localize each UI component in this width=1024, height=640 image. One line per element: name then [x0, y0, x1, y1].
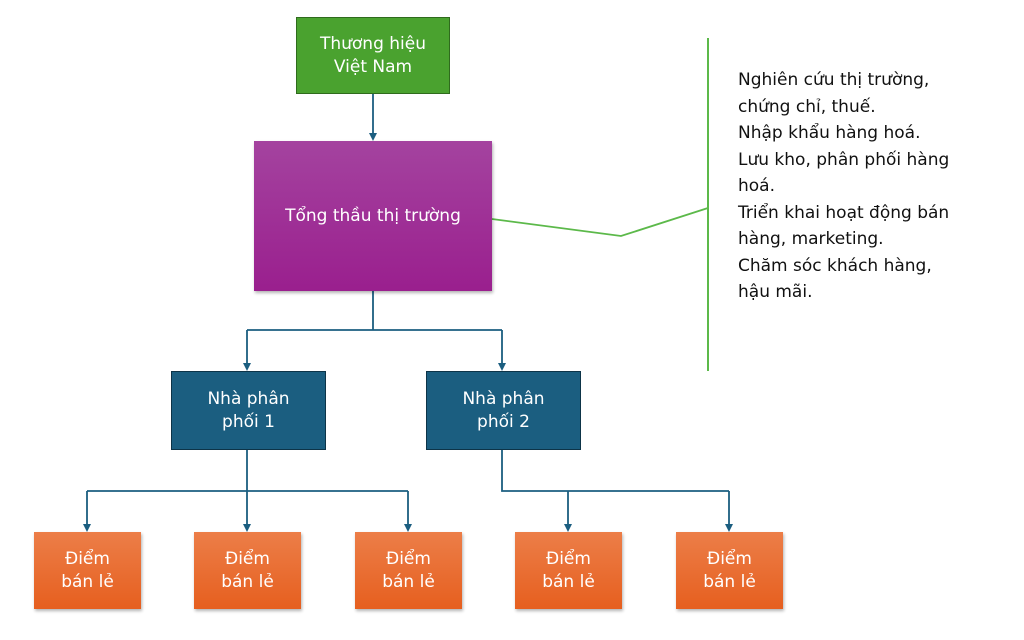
node-retailer-1: Điểm bán lẻ	[34, 532, 141, 609]
arrowhead-icon	[725, 524, 733, 532]
contractor-tasks-callout: Nghiên cứu thị trường, chứng chỉ, thuế. …	[738, 67, 1008, 306]
node-brand-label: Thương hiệu Việt Nam	[319, 33, 427, 77]
node-retailer-2: Điểm bán lẻ	[194, 532, 301, 609]
node-distributor-label: Nhà phân phối 1	[207, 388, 290, 432]
node-retailer-label: Điểm bán lẻ	[61, 548, 114, 592]
arrowhead-icon	[404, 524, 412, 532]
task-line: Triển khai hoạt động bán	[738, 202, 950, 223]
arrowhead-icon	[369, 133, 377, 141]
node-brand: Thương hiệu Việt Nam	[296, 17, 450, 94]
node-retailer-4: Điểm bán lẻ	[515, 532, 622, 609]
task-line: chứng chỉ, thuế.	[738, 96, 876, 117]
connector-distributor2-to-retailers	[501, 450, 730, 524]
arrowhead-icon	[498, 363, 506, 371]
node-retailer-3: Điểm bán lẻ	[355, 532, 462, 609]
task-line: hậu mãi.	[738, 282, 813, 302]
arrowhead-icon	[83, 524, 91, 532]
task-line: Nhập khẩu hàng hoá.	[738, 123, 921, 143]
node-distributor-label: Nhà phân phối 2	[462, 388, 545, 432]
task-line: Nghiên cứu thị trường,	[738, 70, 930, 90]
node-retailer-label: Điểm bán lẻ	[703, 548, 756, 592]
arrowhead-icon	[243, 524, 251, 532]
node-retailer-label: Điểm bán lẻ	[542, 548, 595, 592]
connector-contractor-to-distributors	[246, 291, 503, 363]
arrowhead-icon	[564, 524, 572, 532]
node-retailer-5: Điểm bán lẻ	[676, 532, 783, 609]
node-retailer-label: Điểm bán lẻ	[382, 548, 435, 592]
task-line: hàng, marketing.	[738, 229, 884, 249]
node-retailer-label: Điểm bán lẻ	[221, 548, 274, 592]
connector-distributor1-to-retailers	[86, 450, 409, 524]
node-distributor-2: Nhà phân phối 2	[426, 371, 581, 450]
task-line: hoá.	[738, 176, 775, 196]
node-contractor: Tổng thầu thị trường	[254, 141, 492, 291]
node-contractor-label: Tổng thầu thị trường	[285, 205, 461, 226]
task-line: Lưu kho, phân phối hàng	[738, 149, 950, 170]
arrowhead-icon	[243, 363, 251, 371]
node-distributor-1: Nhà phân phối 1	[171, 371, 326, 450]
task-line: Chăm sóc khách hàng,	[738, 255, 932, 276]
callout-line	[491, 207, 709, 237]
